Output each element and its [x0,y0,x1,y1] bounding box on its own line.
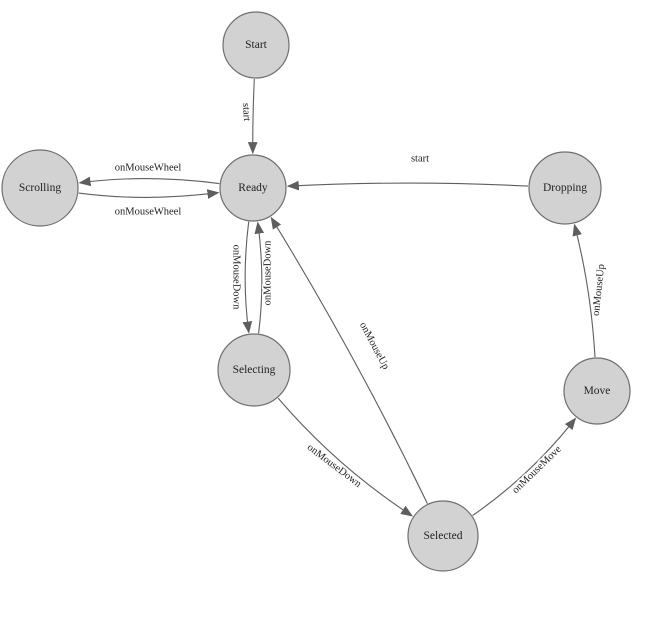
edge-selected-move [472,417,577,516]
node-circle-start[interactable] [222,11,290,79]
node-circle-ready[interactable] [219,154,287,222]
node-label-move: Move [584,385,611,397]
edge-label-scrolling-ready: onMouseWheel [115,207,182,218]
node-label-ready: Ready [238,182,268,194]
edge-selecting-ready [254,221,265,334]
edges-layer: start onMouseWheel onMouseWheel start onMous… [78,78,609,517]
edge-label-selecting-ready: onMouseDown [263,240,274,305]
edge-move-dropping [572,223,596,358]
edge-ready-scrolling [78,176,220,187]
edge-label-ready-scrolling: onMouseWheel [115,163,182,174]
edge-label-dropping-ready: start [411,154,429,165]
node-circle-selected[interactable] [407,500,479,572]
edge-ready-selecting [242,221,253,334]
edge-label-selected-ready: onMouseUp [357,320,391,371]
edge-scrolling-ready [78,189,220,199]
edge-label-ready-selecting: onMouseDown [231,245,242,310]
edge-label-start-ready: start [240,103,252,122]
edge-dropping-ready [286,180,529,191]
node-circle-scrolling[interactable] [1,149,79,227]
edge-label-move-dropping: onMouseUp [591,264,607,317]
state-node-selecting[interactable]: Selecting [217,333,291,407]
state-node-scrolling[interactable]: Scrolling [1,149,79,227]
edge-selecting-selected [277,397,414,517]
edge-label-selected-move: onMouseMove [510,444,564,496]
edge-start-ready [247,78,258,155]
node-circle-move[interactable] [563,357,631,425]
edge-selected-ready [270,216,428,504]
state-node-selected[interactable]: Selected [407,500,479,572]
node-circle-selecting[interactable] [217,333,291,407]
state-node-start[interactable]: Start [222,11,290,79]
state-node-ready[interactable]: Ready [219,154,287,222]
node-circle-dropping[interactable] [528,151,602,225]
node-label-start: Start [245,39,268,51]
node-label-selected: Selected [424,530,463,542]
node-label-selecting: Selecting [233,364,276,376]
state-node-move[interactable]: Move [563,357,631,425]
state-node-dropping[interactable]: Dropping [528,151,602,225]
node-label-dropping: Dropping [543,182,587,194]
edge-label-selecting-selected: onMouseDown [305,442,364,490]
node-label-scrolling: Scrolling [19,182,61,194]
